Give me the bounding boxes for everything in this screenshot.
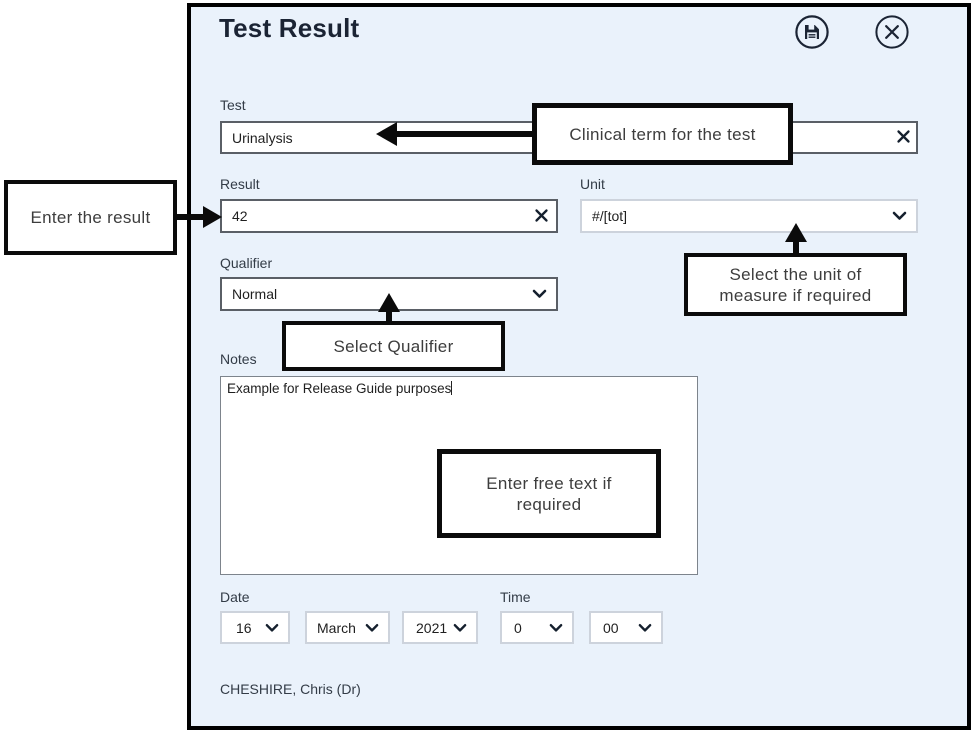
result-field-label: Result	[220, 176, 260, 192]
result-input[interactable]	[220, 199, 558, 233]
unit-select-value: #/[tot]	[592, 208, 628, 224]
qualifier-select-value: Normal	[232, 286, 278, 302]
result-clear-button[interactable]	[531, 206, 551, 226]
test-field-label: Test	[220, 97, 246, 113]
date-month-value: March	[317, 619, 356, 636]
close-icon	[873, 15, 911, 54]
date-year-value: 2021	[416, 619, 448, 636]
annotation-qualifier-arrow-head	[378, 293, 400, 312]
save-button[interactable]	[793, 13, 831, 51]
time-minute-value: 00	[603, 619, 619, 636]
qualifier-field-label: Qualifier	[220, 255, 273, 271]
date-day-select[interactable]: 16	[220, 611, 290, 644]
notes-field-label: Notes	[220, 351, 257, 367]
clinician-name: CHESHIRE, Chris (Dr)	[220, 681, 361, 697]
date-year-select[interactable]: 2021	[402, 611, 478, 644]
annotation-unit-text: Select the unit of measure if required	[719, 264, 872, 305]
chevron-down-icon	[365, 620, 379, 636]
annotation-result-arrow-head	[203, 206, 222, 228]
unit-field-label: Unit	[580, 176, 605, 192]
annotation-result-arrow-shaft	[177, 214, 204, 220]
test-clear-button[interactable]	[893, 127, 913, 147]
annotation-qualifier-arrow-shaft	[386, 309, 392, 322]
clear-icon	[896, 130, 911, 147]
time-hour-select[interactable]: 0	[500, 611, 574, 644]
annotation-qualifier-text: Select Qualifier	[333, 336, 454, 356]
floppy-disk-icon	[793, 15, 831, 54]
chevron-down-icon	[265, 620, 279, 636]
chevron-down-icon	[532, 286, 547, 302]
annotation-notes-text: Enter free text if required	[486, 473, 612, 514]
chevron-down-icon	[549, 620, 563, 636]
page-title: Test Result	[219, 13, 360, 43]
notes-text: Example for Release Guide purposes	[227, 381, 452, 396]
date-day-value: 16	[236, 619, 252, 636]
chevron-down-icon	[453, 620, 467, 636]
annotation-result-text: Enter the result	[30, 208, 151, 227]
annotation-test-callout: Clinical term for the test	[532, 103, 793, 165]
annotation-unit-arrow-head	[785, 223, 807, 242]
chevron-down-icon	[892, 208, 907, 224]
time-field-label: Time	[500, 589, 531, 605]
annotation-qualifier-callout: Select Qualifier	[282, 321, 505, 371]
unit-select[interactable]: #/[tot]	[580, 199, 918, 233]
annotation-result-callout: Enter the result	[4, 180, 177, 255]
annotation-test-arrow-head	[376, 122, 397, 146]
time-minute-select[interactable]: 00	[589, 611, 663, 644]
annotation-unit-arrow-shaft	[793, 239, 799, 254]
annotation-notes-callout: Enter free text if required	[437, 449, 661, 538]
annotation-unit-callout: Select the unit of measure if required	[684, 253, 907, 316]
text-cursor	[451, 381, 453, 395]
clear-icon	[534, 209, 549, 226]
date-field-label: Date	[220, 589, 250, 605]
annotation-test-arrow-shaft	[396, 131, 534, 137]
time-hour-value: 0	[514, 619, 522, 636]
chevron-down-icon	[638, 620, 652, 636]
close-button[interactable]	[873, 13, 911, 51]
date-month-select[interactable]: March	[305, 611, 390, 644]
annotation-test-text: Clinical term for the test	[569, 124, 756, 144]
